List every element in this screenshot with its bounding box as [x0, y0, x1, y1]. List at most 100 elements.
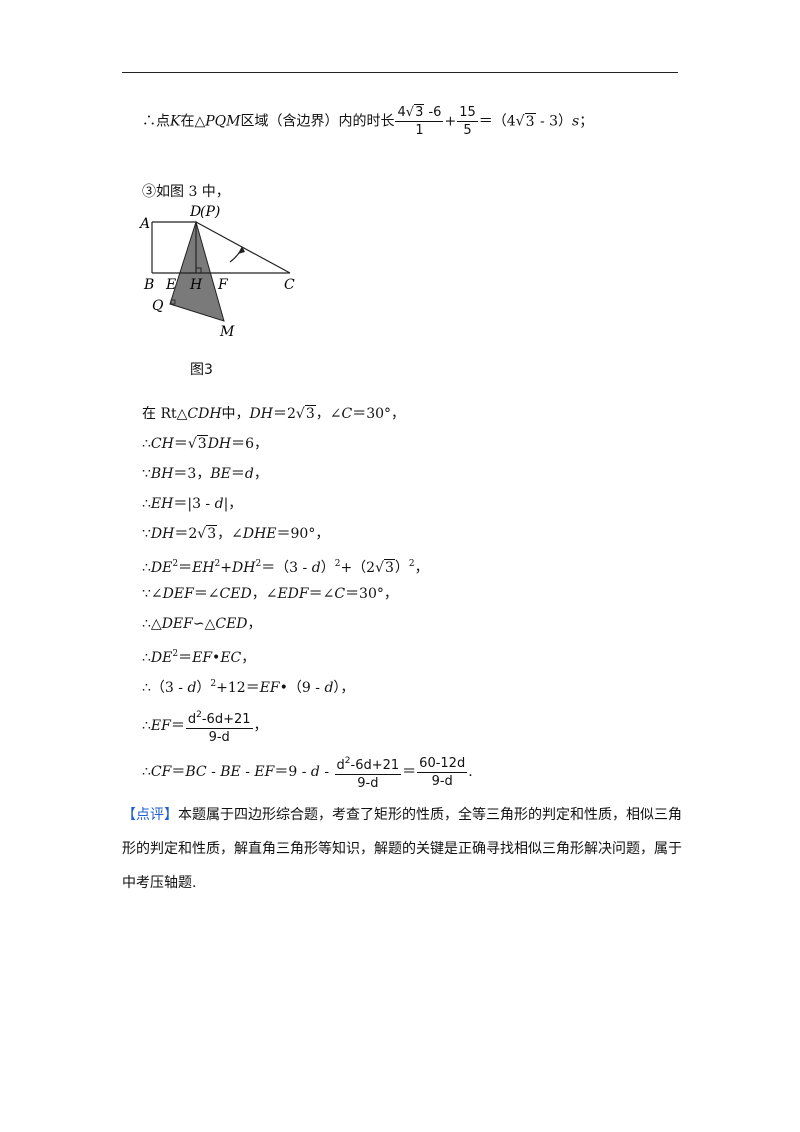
sup: 2 [210, 679, 217, 689]
text: ＝∠ [308, 586, 335, 602]
den: 5 [463, 123, 472, 138]
text: ＝30°， [345, 586, 398, 602]
var: BE [210, 466, 231, 482]
var: EF [150, 718, 171, 734]
sqrt: 3 [524, 112, 536, 130]
text: 区域（含边界）内的时长 [240, 113, 395, 130]
var: CF [150, 764, 172, 780]
label-A: A [138, 216, 150, 232]
figure-3: A D (P) B E H F C Q M [138, 204, 295, 340]
step-2: ∴CH＝√3DH＝6， [142, 435, 269, 452]
step-6: ∴DE2＝EH2+DH2＝（3 - d）2+（2√3）2， [142, 559, 429, 576]
text: ∴ [142, 764, 151, 780]
var: d [311, 560, 321, 576]
text: ＝6， [231, 436, 269, 452]
text: ， [414, 560, 429, 576]
var: d [324, 680, 334, 696]
text: ∴ [142, 560, 151, 576]
sup: 2 [214, 559, 221, 569]
text: - 3） [535, 113, 573, 130]
sup: 2 [408, 559, 415, 569]
sqrt: 3 [304, 405, 316, 422]
text: ＝ [171, 764, 186, 780]
text: ＝（4 [478, 113, 516, 130]
var: DHE [242, 526, 277, 542]
text: ∵ [142, 466, 151, 482]
label-F: F [217, 277, 229, 293]
text: ） [320, 560, 335, 576]
segment-DC [195, 221, 291, 274]
var: DH [232, 560, 256, 576]
text: ，∠ [217, 526, 243, 542]
text: ，∠ [315, 406, 342, 422]
var: C [341, 406, 353, 422]
step-10: ∴（3 - d）2+12＝EF•（9 - d）， [142, 674, 354, 698]
right-angle-mark [196, 267, 202, 273]
step-8: ∴△DEF∽△CED， [142, 614, 262, 634]
text: ， [253, 718, 268, 734]
text: ∴ [142, 496, 151, 512]
text: ＝（3 - [261, 560, 312, 576]
text: - [319, 764, 334, 780]
case-3-heading: ③如图 3 中， [142, 184, 230, 200]
var: EF [192, 650, 213, 666]
step-3: ∵BH＝3，BE＝d， [142, 464, 268, 484]
text: ＝ [178, 560, 193, 576]
label-C: C [284, 277, 295, 293]
var: BE [220, 764, 241, 780]
text: 中， [221, 406, 250, 422]
var: DEF [162, 586, 194, 602]
text: . [468, 764, 473, 780]
text: ， [253, 466, 268, 482]
var: CDH [187, 406, 222, 422]
comment-tag: 【点评】 [122, 807, 178, 823]
right-angle-mark-q [170, 299, 176, 305]
den: 1 [415, 123, 424, 138]
text: ∴ [142, 718, 151, 734]
var: EDF [277, 586, 309, 602]
label-P: (P) [200, 204, 220, 220]
var: EH [150, 496, 174, 512]
var: CED [215, 616, 248, 632]
figure-caption: 图3 [190, 362, 213, 378]
var: d [187, 680, 197, 696]
text: ＝ [402, 764, 417, 780]
text: ） [394, 560, 409, 576]
sqrt: 3 [206, 525, 218, 542]
text: 在 Rt△ [142, 406, 188, 422]
text: - [240, 764, 255, 780]
text: ，∠ [251, 586, 278, 602]
num: 4 [397, 105, 406, 120]
var: BC [185, 764, 207, 780]
num: d [336, 757, 345, 773]
var: BH [150, 466, 174, 482]
sqrt: 3 [196, 435, 208, 452]
var: DH [249, 406, 273, 422]
label-Q: Q [152, 298, 164, 314]
text: 在△ [180, 113, 206, 130]
var: DE [150, 650, 173, 666]
text: ＝ [173, 436, 188, 452]
var: CED [219, 586, 252, 602]
text: ∵ [142, 526, 151, 542]
var: EF [259, 680, 280, 696]
var: d [214, 496, 224, 512]
text: • [212, 650, 221, 666]
label-B: B [143, 277, 154, 293]
text: ∵∠ [142, 586, 163, 602]
label-H: H [189, 277, 203, 293]
step-9: ∴DE2＝EF•EC， [142, 644, 255, 668]
step-1: 在 Rt△CDH中，DH＝2√3，∠C＝30°， [142, 405, 406, 422]
text: ， [247, 616, 262, 632]
var: C [334, 586, 346, 602]
den: 9-d [431, 773, 453, 789]
text: + [220, 560, 233, 576]
label-D: D [189, 204, 201, 220]
var: DH [207, 436, 232, 452]
num: -6d+21 [201, 711, 251, 727]
text: ＝30°， [352, 406, 406, 422]
text: |， [223, 496, 243, 512]
text: - [206, 764, 221, 780]
text: ＝9 - [274, 764, 311, 780]
den: 9-d [208, 729, 230, 745]
